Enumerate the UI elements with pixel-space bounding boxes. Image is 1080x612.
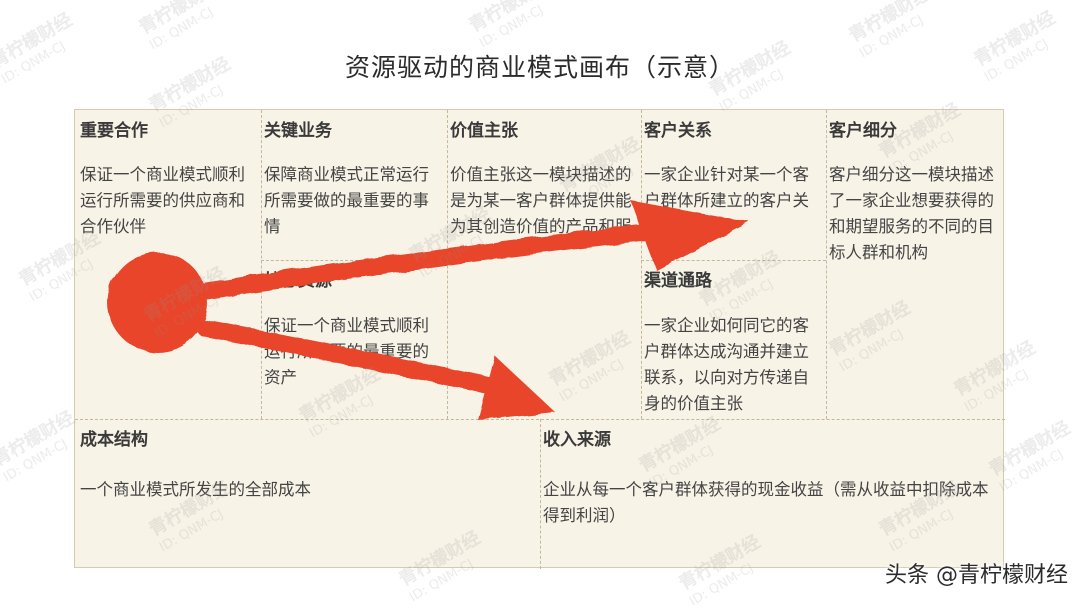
footer-attribution: 头条 @青柠檬财经 — [885, 563, 1068, 588]
grid-line — [826, 110, 827, 419]
block-key-activities: 关键业务 保障商业模式正常运行所需要做的最重要的事情 — [261, 110, 447, 260]
arrow-to-customer-relationships — [191, 223, 659, 301]
block-label: 重要合作 — [80, 121, 148, 141]
resource-circle-marker — [107, 252, 207, 352]
block-label: 客户关系 — [644, 121, 712, 141]
block-label: 成本结构 — [80, 430, 148, 450]
arrowhead-lower — [478, 356, 555, 420]
block-key-partners: 重要合作 保证一个商业模式顺利运行所需要的供应商和合作伙伴 — [75, 110, 261, 419]
grid-line — [641, 260, 826, 261]
block-label: 价值主张 — [450, 121, 518, 141]
block-label: 渠道通路 — [644, 271, 712, 291]
canvas-title: 资源驱动的商业模式画布（示意） — [344, 53, 735, 82]
grid-line — [540, 419, 541, 569]
grid-line — [261, 110, 262, 419]
business-model-canvas: 重要合作 保证一个商业模式顺利运行所需要的供应商和合作伙伴 关键业务 保障商业模… — [74, 109, 1005, 569]
block-channels: 渠道通路 一家企业如何同它的客户群体达成沟通并建立联系，以向对方传递自身的价值主… — [641, 260, 826, 419]
grid-line — [261, 260, 447, 261]
block-description: 保证一个商业模式顺利运行所需要的供应商和合作伙伴 — [80, 165, 245, 236]
block-customer-relationships: 客户关系 一家企业针对某一个客户群体所建立的客户关系类型 — [641, 110, 826, 260]
block-label: 收入来源 — [543, 430, 611, 450]
arrow-to-revenue-streams — [196, 319, 509, 397]
block-cost-structure: 成本结构 一个商业模式所发生的全部成本 — [75, 419, 540, 569]
grid-line — [75, 419, 1005, 420]
block-label: 关键业务 — [264, 121, 332, 141]
block-description: 一家企业如何同它的客户群体达成沟通并建立联系，以向对方传递自身的价值主张 — [644, 316, 809, 413]
block-description: 客户细分这一模块描述了一家企业想要获得的和期望服务的不同的目标人群和机构 — [829, 165, 994, 262]
block-description: 一个商业模式所发生的全部成本 — [80, 480, 311, 499]
block-label: 客户细分 — [829, 121, 897, 141]
arrows-overlay — [107, 200, 750, 420]
block-description: 保障商业模式正常运行所需要做的最重要的事情 — [264, 165, 429, 236]
block-description: 企业从每一个客户群体获得的现金收益（需从收益中扣除成本得到利润） — [543, 480, 989, 525]
block-revenue-streams: 收入来源 企业从每一个客户群体获得的现金收益（需从收益中扣除成本得到利润） — [540, 419, 1005, 569]
block-customer-segments: 客户细分 客户细分这一模块描述了一家企业想要获得的和期望服务的不同的目标人群和机… — [826, 110, 1005, 419]
grid-line — [641, 110, 642, 419]
arrowhead-upper — [630, 200, 750, 270]
